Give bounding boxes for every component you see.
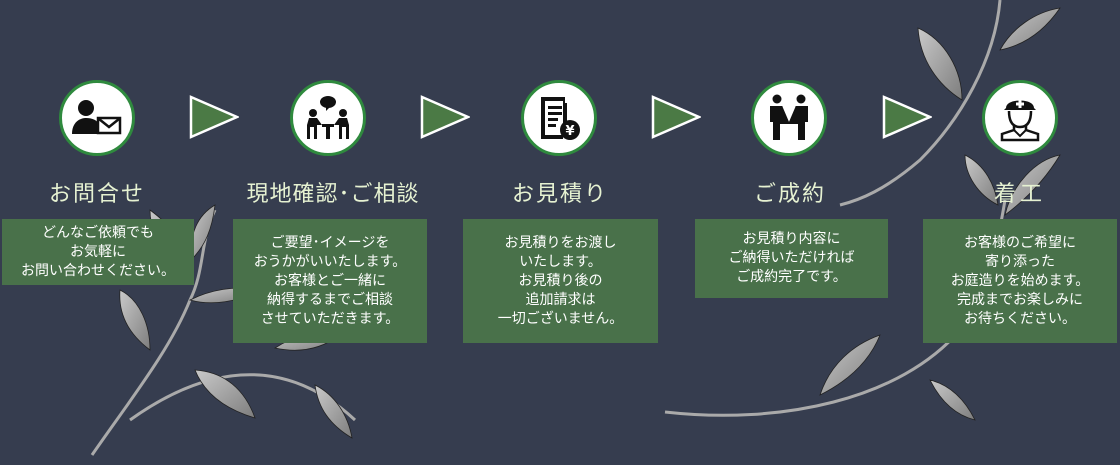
step-icon-circle: [59, 80, 135, 156]
construction-worker-icon: [1000, 100, 1040, 142]
description-line: お見積り内容に: [742, 231, 841, 247]
svg-text:¥: ¥: [565, 124, 574, 139]
description-line: 完成までお楽しみに: [957, 291, 1083, 308]
description-line: お問い合わせください。: [21, 262, 175, 279]
step-icon-circle: [290, 80, 366, 156]
handshake-icon: [770, 94, 808, 140]
description-line: 寄り添った: [985, 253, 1055, 270]
consultation-icon: [307, 96, 349, 139]
description-line: ご納得いただければ: [728, 250, 855, 266]
step-title: 現地確認･ご相談: [246, 182, 420, 207]
step-title: 着工: [993, 182, 1046, 207]
step-title: お見積り: [511, 182, 608, 207]
step-description: お見積り内容に ご納得いただければ ご成約完了です。: [695, 219, 888, 298]
step-icon-circle: ¥: [521, 80, 597, 156]
description-line: ご成約完了です。: [736, 269, 847, 285]
step-description: どんなご依頼でも お気軽に お問い合わせください。: [2, 219, 194, 285]
description-line: お見積り後の: [518, 272, 603, 289]
arrow-right-icon: [882, 95, 932, 139]
description-line: お気軽に: [70, 243, 126, 260]
step-title: ご成約: [753, 182, 826, 207]
description-line: させていただきます。: [260, 310, 400, 327]
description-line: お待ちください。: [964, 310, 1076, 327]
description-line: 追加請求は: [525, 291, 596, 308]
arrow-right-icon: [651, 95, 701, 139]
description-line: お庭造りを始めます。: [950, 272, 1090, 289]
arrow-right-icon: [189, 95, 239, 139]
description-line: 納得するまでご相談: [267, 291, 393, 308]
description-line: おうかがいいたします。: [253, 253, 407, 270]
description-line: ご要望･イメージを: [270, 234, 390, 251]
step-description: ご要望･イメージを おうかがいいたします。 お客様とご一緒に 納得するまでご相談…: [233, 219, 427, 343]
step-icon-circle: [751, 80, 827, 156]
description-line: いたします。: [519, 253, 602, 270]
arrow-right-icon: [420, 95, 470, 139]
description-line: どんなご依頼でも: [42, 224, 154, 241]
estimate-document-yen-icon: ¥: [541, 97, 580, 140]
step-icon-circle: [982, 80, 1058, 156]
description-line: お客様のご希望に: [964, 234, 1076, 251]
description-line: お見積りをお渡し: [504, 234, 617, 251]
step-title: お問合せ: [48, 182, 145, 207]
description-line: 一切ございません。: [497, 310, 624, 327]
description-line: お客様とご一緒に: [274, 272, 386, 289]
person-mail-icon: [72, 100, 122, 135]
step-description: お客様のご希望に 寄り添った お庭造りを始めます。 完成までお楽しみに お待ちく…: [923, 219, 1117, 343]
step-description: お見積りをお渡し いたします。 お見積り後の 追加請求は 一切ございません。: [463, 219, 658, 343]
